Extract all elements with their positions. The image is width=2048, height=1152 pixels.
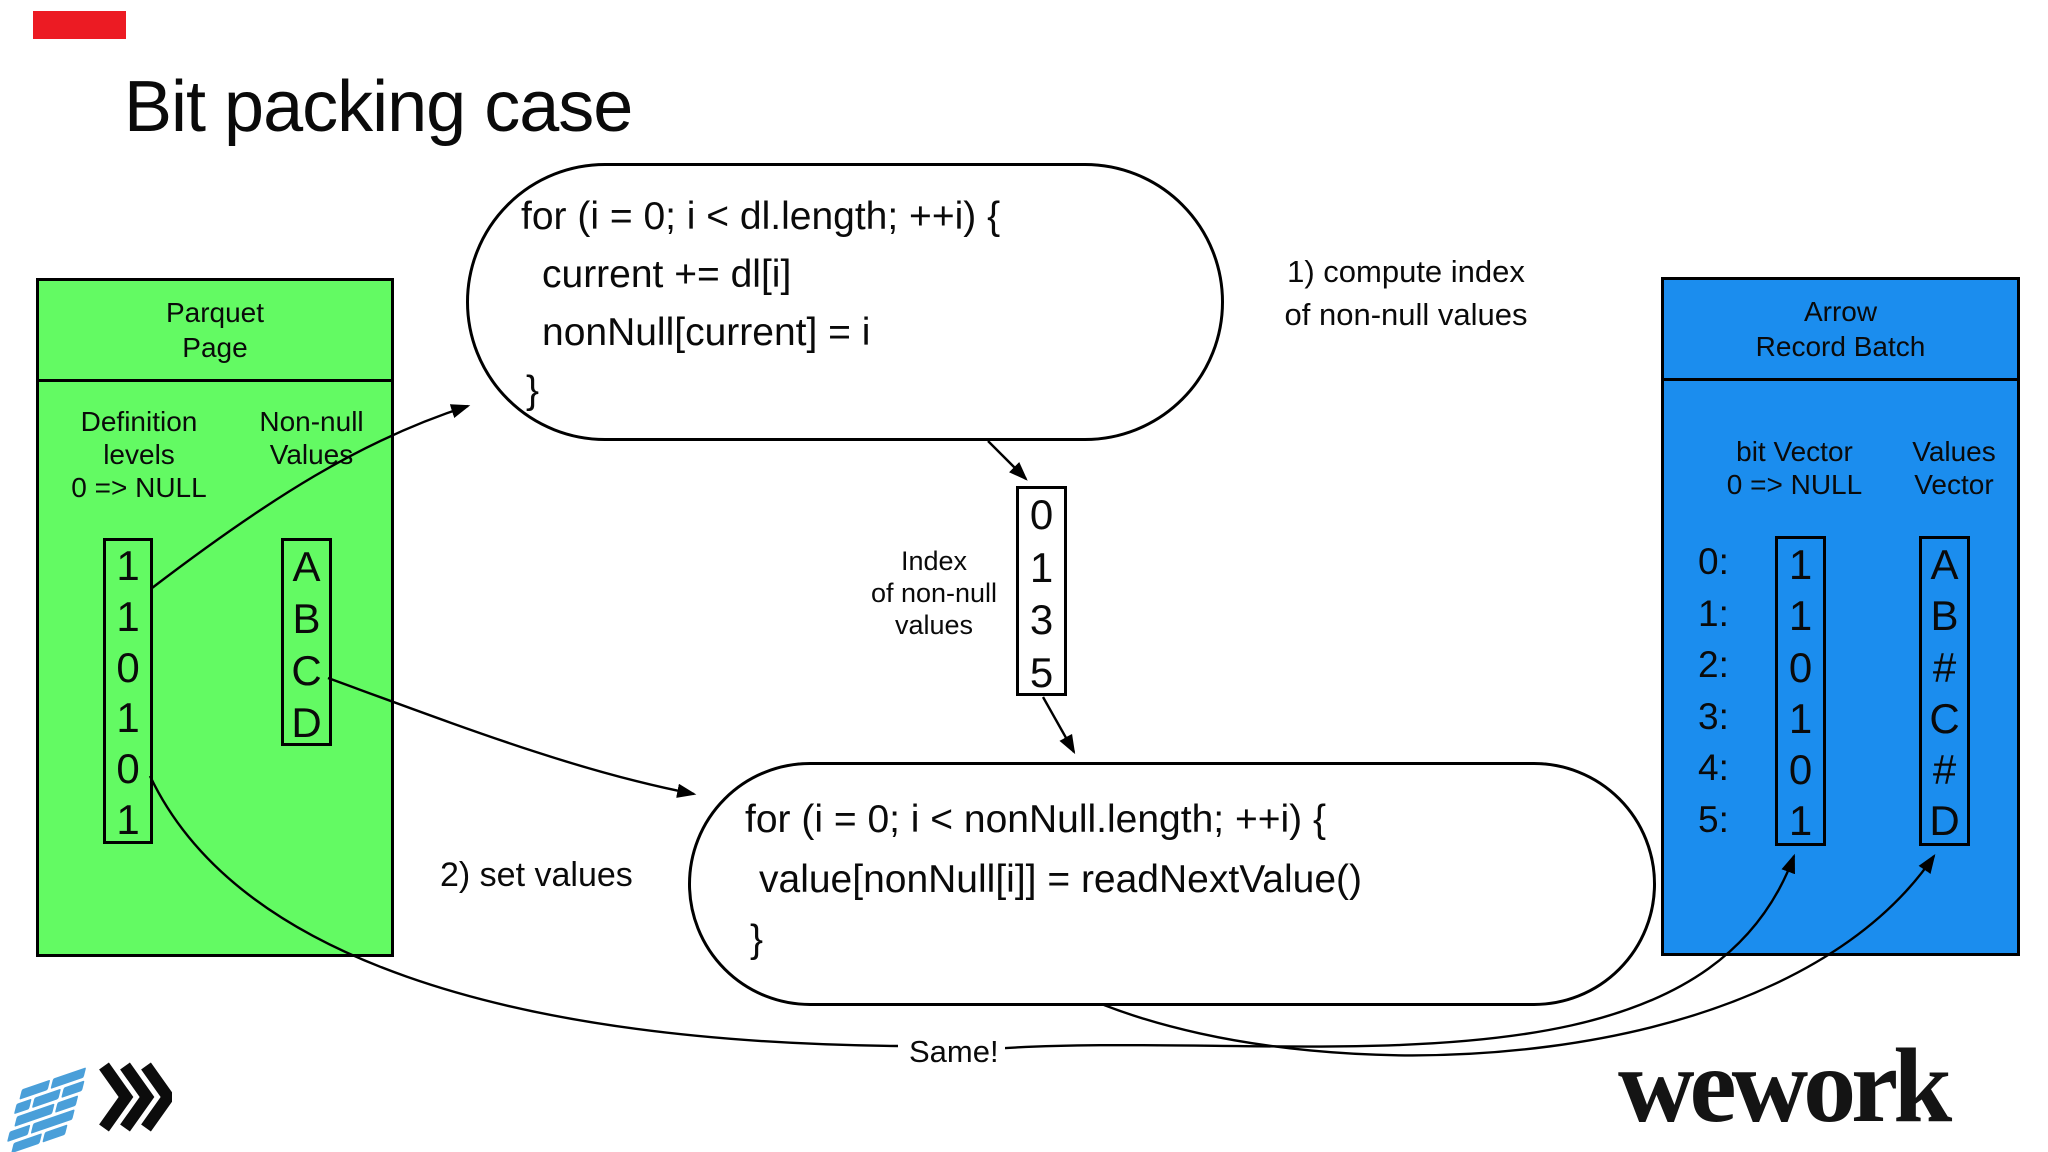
step2-annotation: 2) set values [440, 856, 633, 894]
non-null-value: D [291, 699, 322, 746]
definition-levels-header: Definition levels 0 => NULL [64, 405, 214, 504]
bit-vector-value: 0 [1788, 746, 1813, 794]
bit-vector-value: 0 [1788, 643, 1813, 691]
values-vector-value: B [1930, 592, 1959, 640]
values-vector-value: A [1930, 541, 1959, 588]
arrow-bubble1-to-indexbox [987, 440, 1028, 481]
bit-vector-value: 1 [1788, 592, 1813, 640]
row-index-label: 2: [1698, 644, 1729, 685]
parquet-logo-icon [7, 1067, 86, 1152]
parquet-header-line1: Parquet [165, 297, 265, 328]
code-line: for (i = 0; i < dl.length; ++i) { [521, 195, 1001, 238]
arrow-box-header: Arrow Record Batch [1664, 280, 2017, 381]
index-value: 5 [1029, 648, 1054, 696]
arrow-chevrons-icon [99, 1062, 172, 1132]
step1-line: of non-null values [1284, 297, 1528, 332]
values-vector-header-line: Values [1912, 436, 1996, 467]
bit-vector-cell: 1 1 0 1 0 1 [1775, 536, 1826, 846]
index-value: 0 [1029, 491, 1054, 538]
non-null-values-header-line: Non-null [259, 406, 364, 437]
wework-logo: wework [1618, 1027, 1952, 1144]
parquet-page-box: Parquet Page Definition levels 0 => NULL… [36, 278, 394, 957]
same-annotation: Same! [903, 1030, 1005, 1073]
code-line: value[nonNull[i]] = readNextValue() [759, 858, 1363, 901]
arrow-header-line1: Arrow [1803, 296, 1878, 327]
values-vector-header: Values Vector [1894, 435, 2014, 501]
definition-levels-header-line: levels [103, 439, 175, 470]
step1-annotation: 1) compute index of non-null values [1256, 250, 1556, 336]
step1-line: 1) compute index [1287, 254, 1525, 289]
non-null-value: A [292, 543, 321, 590]
index-of-non-null-label: Index of non-null values [848, 545, 1020, 641]
definition-levels-header-line: Definition [80, 406, 198, 437]
code-line: for (i = 0; i < nonNull.length; ++i) { [745, 798, 1327, 841]
values-vector-header-line: Vector [1914, 469, 1994, 500]
bit-vector-value: 1 [1788, 694, 1813, 742]
index-label-line: Index [900, 546, 968, 576]
parquet-header-line2: Page [182, 332, 248, 363]
definition-level-value: 1 [116, 694, 140, 742]
code-bubble-compute-index: for (i = 0; i < dl.length; ++i) { curren… [466, 163, 1224, 441]
non-null-value: B [292, 595, 321, 642]
code-line: current += dl[i] [542, 253, 792, 296]
non-null-values-header: Non-null Values [239, 405, 384, 471]
arrow-indexbox-to-bubble2 [1041, 696, 1076, 755]
non-null-value: C [291, 647, 322, 694]
row-index-label: 0: [1698, 541, 1729, 582]
values-vector-value: # [1932, 643, 1957, 691]
index-value: 3 [1029, 596, 1054, 643]
code-line: } [526, 369, 540, 412]
code-line: nonNull[current] = i [542, 311, 871, 354]
row-index-label: 5: [1698, 798, 1729, 840]
row-index-label: 4: [1698, 747, 1729, 788]
bit-vector-value: 1 [1788, 797, 1813, 845]
code-line: } [750, 918, 764, 961]
code-bubble-set-values: for (i = 0; i < nonNull.length; ++i) { v… [688, 762, 1656, 1006]
definition-level-value: 0 [116, 745, 140, 793]
definition-level-value: 1 [116, 592, 140, 640]
arrow-header-line2: Record Batch [1755, 331, 1926, 362]
definition-level-value: 1 [116, 795, 140, 843]
red-indicator [33, 11, 126, 39]
bit-vector-value: 1 [1788, 541, 1813, 588]
values-vector-value: D [1929, 797, 1960, 845]
index-label-line: of non-null [870, 578, 998, 608]
non-null-values-header-line: Values [269, 439, 354, 470]
slide-title: Bit packing case [124, 67, 633, 147]
index-value: 1 [1029, 543, 1054, 591]
definition-level-value: 0 [116, 643, 140, 691]
parquet-box-header: Parquet Page [39, 281, 391, 382]
bit-vector-header: bit Vector 0 => NULL [1712, 435, 1877, 501]
definition-level-value: 1 [116, 542, 140, 589]
values-vector-cell: A B # C # D [1919, 536, 1970, 846]
row-index-label: 1: [1698, 592, 1729, 634]
bit-vector-header-line: bit Vector [1736, 436, 1853, 467]
definition-levels-header-line: 0 => NULL [71, 472, 207, 503]
values-vector-value: # [1932, 746, 1957, 794]
index-values-cell: 0 1 3 5 [1016, 486, 1067, 696]
row-index-label: 3: [1698, 695, 1729, 737]
arrow-record-batch-box: Arrow Record Batch bit Vector 0 => NULL … [1661, 277, 2020, 956]
index-label-line: values [894, 610, 974, 640]
row-index-labels: 0: 1: 2: 3: 4: 5: [1698, 536, 1746, 845]
values-vector-value: C [1929, 694, 1960, 742]
non-null-values-cell: A B C D [281, 538, 332, 746]
definition-levels-cell: 1 1 0 1 0 1 [103, 538, 153, 844]
bit-vector-header-line: 0 => NULL [1726, 469, 1863, 500]
